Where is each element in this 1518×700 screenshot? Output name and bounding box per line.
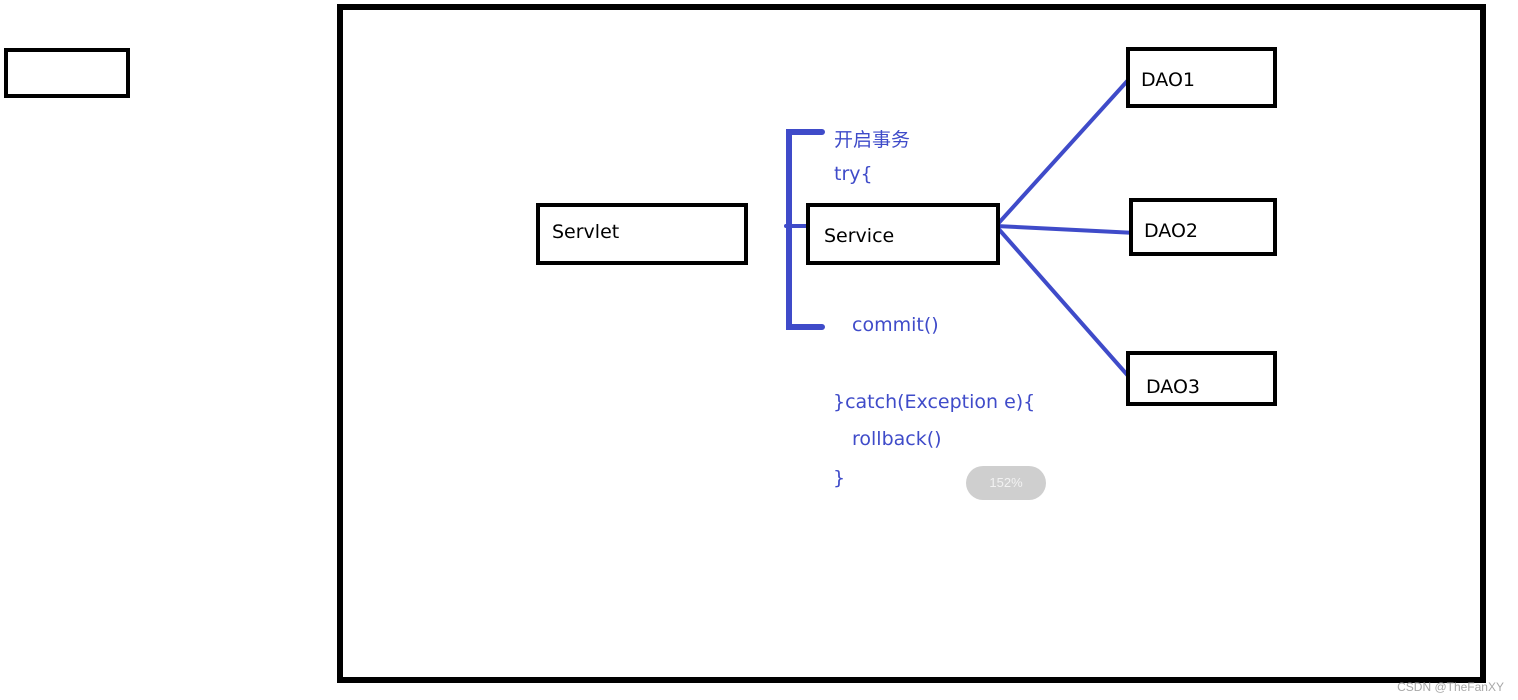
service-node: Service — [806, 203, 1000, 265]
rollback-text: rollback() — [852, 428, 942, 450]
dao1-label: DAO1 — [1141, 69, 1196, 91]
transaction-bracket — [786, 129, 825, 330]
dao2-label: DAO2 — [1144, 220, 1199, 242]
catch-text: }catch(Exception e){ — [833, 391, 1036, 413]
begin-transaction-text: 开启事务 — [834, 129, 911, 151]
dao2-node: DAO2 — [1129, 198, 1277, 256]
empty-box — [4, 48, 130, 98]
service-dao1-connector — [994, 76, 1132, 228]
dao3-node: DAO3 — [1126, 351, 1277, 406]
watermark-text: CSDN @TheFanXY — [1397, 680, 1504, 694]
close-brace-text: } — [833, 467, 846, 489]
service-dao2-connector — [994, 224, 1138, 235]
service-dao3-connector — [994, 224, 1132, 380]
zoom-level-badge: 152% — [966, 466, 1046, 500]
commit-text: commit() — [852, 314, 939, 336]
try-open-text: try{ — [834, 163, 873, 185]
diagram-frame — [337, 4, 1486, 683]
servlet-node: Servlet — [536, 203, 748, 265]
dao3-label: DAO3 — [1146, 376, 1201, 398]
dao1-node: DAO1 — [1126, 47, 1277, 108]
servlet-label: Servlet — [552, 221, 620, 243]
service-label: Service — [824, 225, 895, 247]
